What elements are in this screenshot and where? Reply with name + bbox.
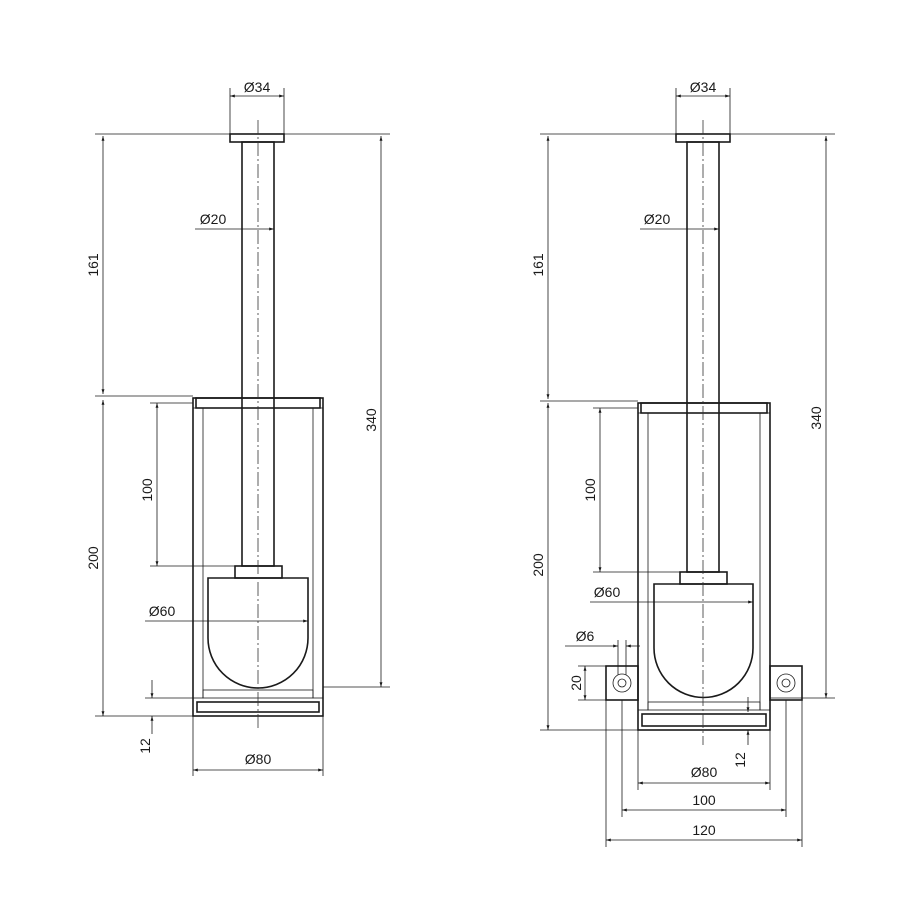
dim-flange-dia: Ø34 [690, 79, 717, 95]
dim-bracket-height: 20 [568, 675, 584, 691]
dim-brush-length: 100 [139, 478, 155, 502]
dim-height-top: 161 [530, 253, 546, 277]
dim-bracket-width: 120 [692, 822, 716, 838]
dim-height-container: 200 [85, 546, 101, 570]
dim-brush-length: 100 [582, 478, 598, 502]
dim-height-container: 200 [530, 553, 546, 577]
dim-brush-dia: Ø60 [149, 603, 176, 619]
dimensions: Ø34 Ø20 161 200 340 100 Ø60 12 Ø80 [85, 79, 390, 776]
mounting-bracket-left [605, 665, 639, 701]
dimensions: Ø34 Ø20 161 200 340 100 Ø60 Ø6 20 12 Ø80… [530, 79, 835, 847]
dim-height-total: 340 [363, 408, 379, 432]
dim-base: 12 [137, 738, 153, 754]
dim-rod-dia: Ø20 [200, 211, 227, 227]
dim-hole-dia: Ø6 [576, 628, 595, 644]
holder-outline [605, 120, 803, 745]
dim-base: 12 [732, 752, 748, 768]
holder-outline [192, 120, 324, 730]
dim-container-dia: Ø80 [245, 751, 272, 767]
mounting-bracket-right [769, 665, 803, 701]
dim-container-dia: Ø80 [691, 764, 718, 780]
dim-height-total: 340 [808, 406, 824, 430]
dim-height-top: 161 [85, 253, 101, 277]
view-wall-mounted: Ø34 Ø20 161 200 340 100 Ø60 Ø6 20 12 Ø80… [530, 79, 835, 847]
dim-rod-dia: Ø20 [644, 211, 671, 227]
view-floor-standing: Ø34 Ø20 161 200 340 100 Ø60 12 Ø80 [85, 79, 390, 776]
dim-flange-dia: Ø34 [244, 79, 271, 95]
dim-brush-dia: Ø60 [594, 584, 621, 600]
dim-hole-spacing: 100 [692, 792, 716, 808]
